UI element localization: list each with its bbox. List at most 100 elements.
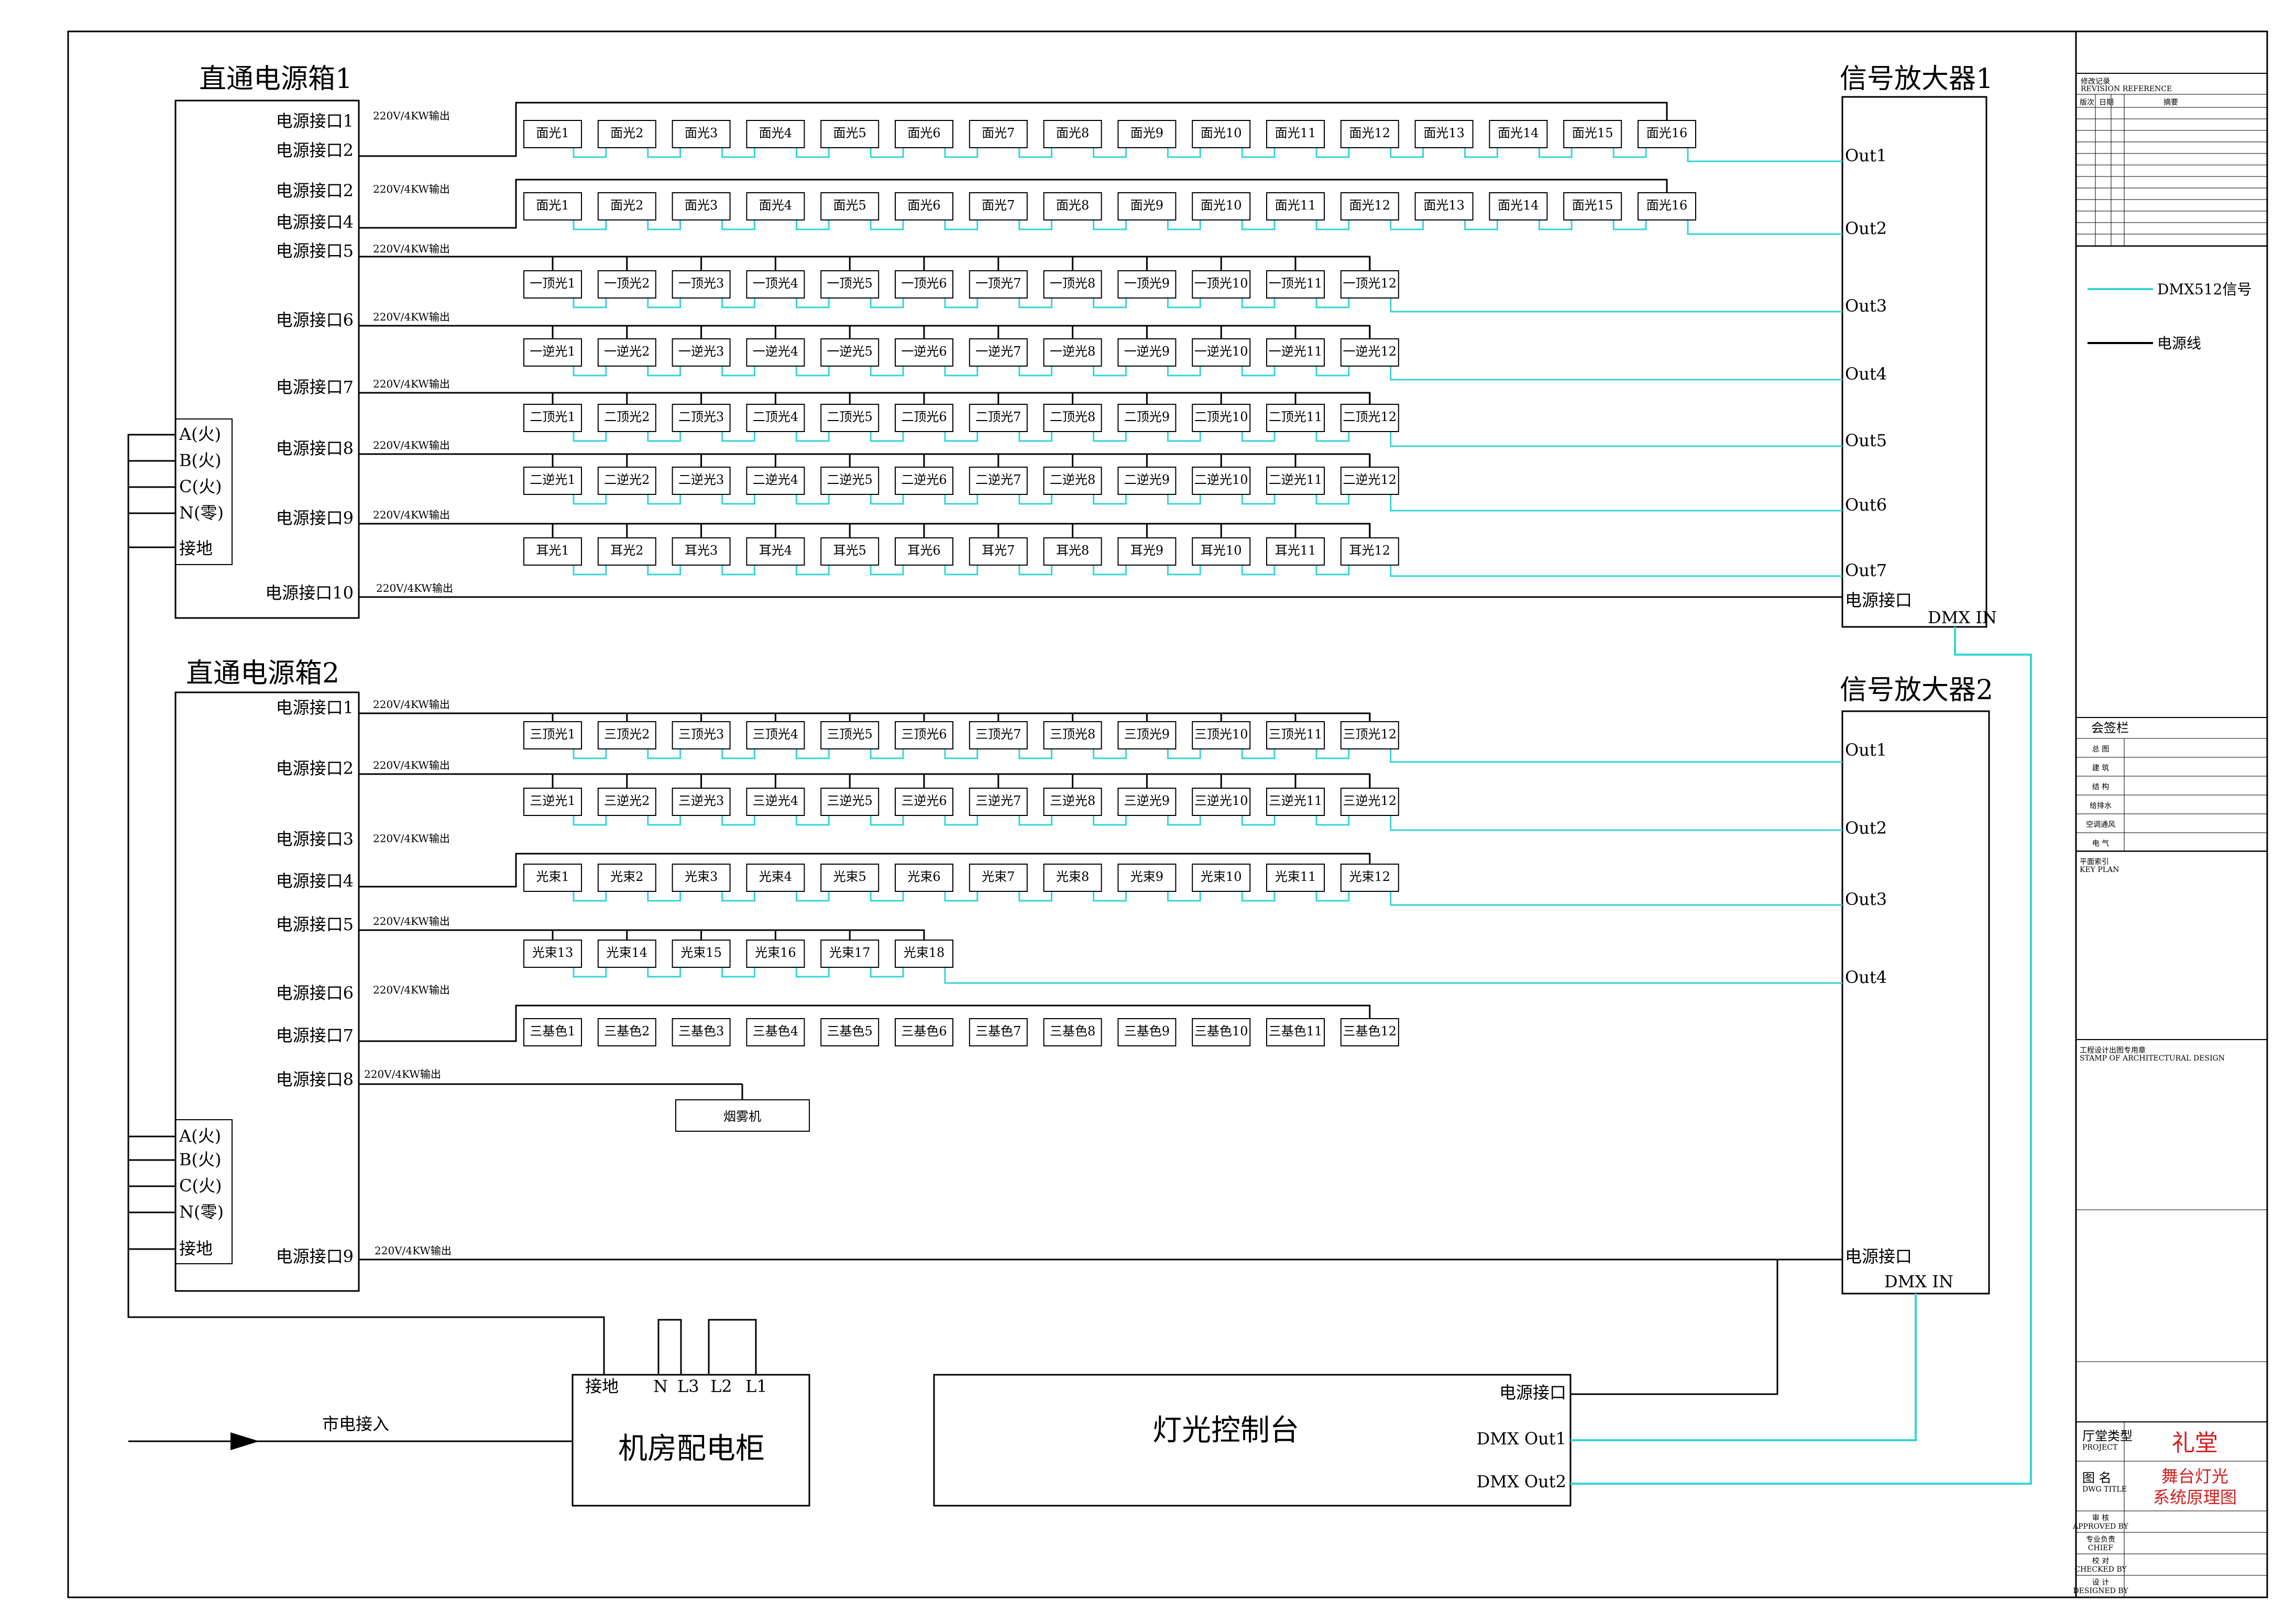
- fixture: 面光12: [1340, 120, 1399, 148]
- fixture-label: 耳光8: [1056, 543, 1089, 558]
- fixture: 光束7: [969, 864, 1028, 892]
- fixture: 二顶光9: [1117, 404, 1177, 432]
- drawing-label: 图 名: [2082, 1471, 2112, 1485]
- approval-label-en: DESIGNED BY: [2073, 1587, 2128, 1595]
- power-output-label: 220V/4KW输出: [373, 242, 450, 255]
- fixture-label: 二顶光3: [678, 410, 724, 424]
- fixture-label: 二逆光9: [1124, 472, 1170, 487]
- pbox2-terminal-label: A(火): [179, 1126, 221, 1146]
- fixture: 三基色5: [820, 1018, 880, 1046]
- fixture-label: 耳光1: [536, 543, 569, 558]
- fixture-label: 三顶光11: [1269, 727, 1323, 742]
- legend-signal-label: DMX512信号: [2157, 281, 2252, 298]
- fixture: 三顶光4: [746, 721, 805, 749]
- fixture: 二顶光4: [746, 404, 805, 432]
- pbox1-port-label: 电源接口2: [276, 181, 354, 201]
- fixture: 二逆光10: [1192, 467, 1251, 495]
- power-output-label: 220V/4KW输出: [373, 509, 450, 521]
- fixture-label: 三基色4: [753, 1024, 798, 1039]
- fixture-label: 二逆光10: [1194, 472, 1248, 487]
- amp1-title: 信号放大器1: [1840, 63, 1993, 95]
- signoff-row-label: 电 气: [2092, 840, 2109, 848]
- fixture-label: 三基色6: [901, 1024, 947, 1039]
- power-output-label: 220V/4KW输出: [373, 183, 450, 195]
- fixture: 耳光4: [746, 537, 805, 566]
- fixture-label: 光束10: [1201, 869, 1242, 884]
- fixture-label: 一逆光1: [530, 344, 575, 359]
- pbox1-terminal-block: [175, 418, 233, 565]
- cabinet-term-l1: L1: [745, 1376, 767, 1396]
- fixture-label: 一顶光1: [530, 276, 575, 291]
- fixture-label: 面光16: [1646, 126, 1688, 140]
- fixture: 二逆光2: [597, 467, 656, 495]
- fixture-label: 耳光5: [833, 543, 866, 558]
- cabinet-term-l3: L3: [677, 1376, 699, 1396]
- fixture: 光束1: [523, 864, 582, 892]
- fixture: 面光14: [1489, 120, 1548, 148]
- approval-label: 设 计: [2092, 1578, 2109, 1587]
- pbox1-terminal-label: B(火): [179, 450, 222, 470]
- dmx-chain: [573, 565, 1842, 577]
- fixture-label: 一逆光5: [827, 344, 873, 359]
- fixture: 面光3: [672, 192, 731, 220]
- fixture: 面光1: [523, 120, 582, 148]
- pbox1-port-label: 电源接口2: [276, 140, 354, 160]
- fixture-label: 二顶光1: [530, 410, 575, 424]
- fixture: 三顶光8: [1043, 721, 1102, 749]
- pbox1-port-label: 电源接口8: [276, 438, 354, 458]
- fixture: 二逆光9: [1117, 467, 1177, 495]
- fixture-label: 面光10: [1201, 126, 1242, 140]
- fixture-label: 光束3: [685, 869, 718, 884]
- fixture-label: 二逆光6: [901, 472, 947, 487]
- amp1-dmx-in: DMX IN: [1928, 608, 1997, 627]
- stamp-label: 工程设计出图专用章: [2080, 1046, 2146, 1055]
- signoff-header: 会签栏: [2091, 721, 2129, 735]
- pbox2-port-label: 电源接口3: [276, 829, 354, 849]
- fixture-label: 二顶光7: [975, 410, 1021, 424]
- lighting-console: [933, 1374, 1572, 1507]
- fixture: 一逆光12: [1340, 338, 1399, 367]
- key-plan-label: 平面索引: [2080, 857, 2109, 866]
- fixture: 面光3: [672, 120, 731, 148]
- amp2-title: 信号放大器2: [1840, 675, 1993, 706]
- fixture: 二逆光4: [746, 467, 805, 495]
- fixture-label: 一顶光12: [1343, 276, 1397, 291]
- pbox2-port9-power-label: 220V/4KW输出: [375, 1244, 452, 1257]
- amp1-out-label: Out2: [1845, 218, 1887, 238]
- fixture-label: 面光2: [610, 198, 643, 213]
- pbox2-outline: [174, 691, 360, 1292]
- fixture: 面光5: [820, 192, 880, 220]
- pbox2-port-label: 电源接口8: [276, 1069, 354, 1089]
- pbox1-terminal-label: N(零): [179, 503, 224, 523]
- fixture-label: 二顶光10: [1194, 410, 1248, 424]
- approval-label-en: APPROVED BY: [2072, 1522, 2129, 1531]
- fixture: 耳光9: [1117, 537, 1177, 566]
- amp1-out-label: Out1: [1845, 146, 1887, 165]
- fixture-label: 一顶光8: [1050, 276, 1095, 291]
- fixture-label: 二顶光6: [901, 410, 947, 424]
- fixture-label: 三顶光1: [530, 727, 575, 742]
- fixture-label: 一顶光9: [1124, 276, 1170, 291]
- fixture-label: 一逆光8: [1050, 344, 1095, 359]
- pbox1-outline: [174, 100, 360, 619]
- fixture-label: 三基色10: [1194, 1024, 1248, 1039]
- fixture: 光束2: [597, 864, 656, 892]
- fixture-label: 面光5: [833, 198, 866, 213]
- fixture-label: 三基色12: [1343, 1024, 1397, 1039]
- fixture: 三逆光1: [523, 788, 582, 816]
- fixture: 一顶光10: [1192, 270, 1251, 299]
- fixture: 一逆光3: [672, 338, 731, 367]
- fixture-label: 三顶光6: [901, 727, 947, 742]
- fixture-label: 三逆光10: [1194, 793, 1248, 808]
- pbox1-port-label: 电源接口6: [276, 310, 354, 330]
- fixture-label: 一顶光10: [1194, 276, 1248, 291]
- dmx-chain: [573, 220, 1842, 235]
- console-dmx-wiring: [1570, 627, 2032, 1485]
- mains-label: 市电接入: [322, 1414, 389, 1434]
- rev-col-3: 摘要: [2163, 98, 2178, 107]
- fixture: 二顶光12: [1340, 404, 1399, 432]
- fixture: 二顶光11: [1266, 404, 1325, 432]
- dmx-chain: [573, 967, 1842, 984]
